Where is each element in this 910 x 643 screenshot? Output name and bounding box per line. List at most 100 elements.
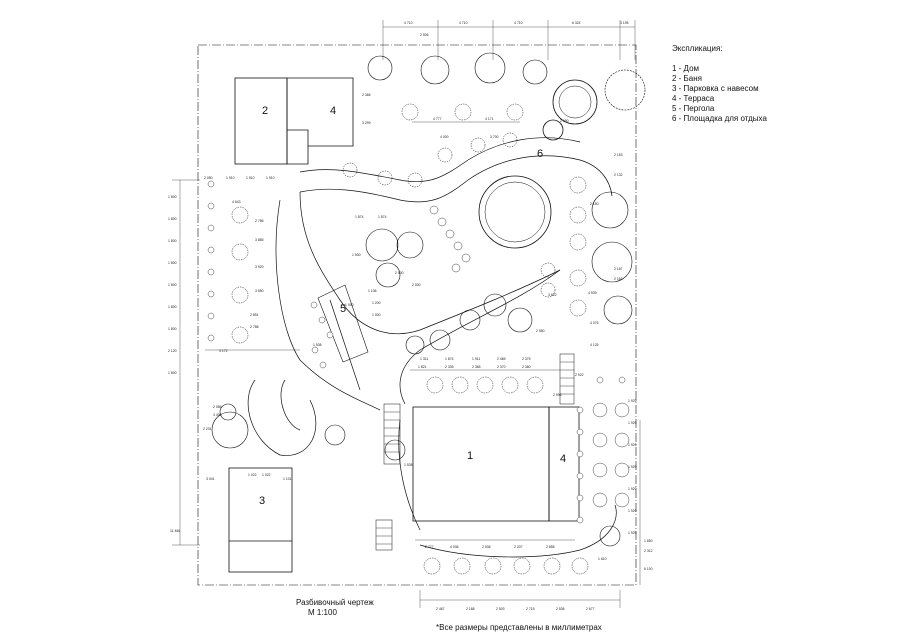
dim-label: 2 150: [590, 202, 599, 206]
dim-label: 1 929: [628, 509, 637, 513]
drawing-scale: М 1:100: [308, 608, 337, 617]
dim-label: 1 136: [368, 289, 377, 293]
parking-block: [228, 467, 293, 573]
plot-boundary: [197, 44, 637, 586]
dim-label: 1 874: [355, 215, 364, 219]
dim-label: 2 677: [586, 607, 595, 611]
garden-path: [299, 155, 613, 203]
dim-label: 1 911: [472, 357, 480, 361]
dim-label: 4 125: [590, 343, 599, 347]
dim-label: 4 171: [485, 117, 494, 121]
dimension-labels: 4 710 4 710 4 710 6 324 3 195 2 506 4 77…: [168, 21, 653, 611]
dim-label: 2 168: [466, 607, 475, 611]
dim-label: 1 800: [168, 305, 177, 309]
dim-label: 2 550: [536, 329, 545, 333]
dim-label: 3 041: [206, 477, 215, 481]
dim-label: 1 910: [266, 176, 275, 180]
dim-label: 1 800: [168, 195, 177, 199]
dim-label: 3 920: [255, 265, 264, 269]
dim-label: 2 120: [168, 349, 177, 353]
dim-label: 1 929: [628, 531, 637, 535]
dim-label: 2 370: [497, 365, 506, 369]
sauna-terrace-label: 4: [330, 105, 336, 117]
house-label: 1: [467, 450, 473, 462]
dim-label: 2 922: [575, 373, 584, 377]
drawing-caption: Разбивочный чертеж М 1:100: [296, 598, 374, 618]
units-note: *Все размеры представлены в миллиметрах: [436, 623, 602, 632]
dim-label: 1 929: [628, 421, 637, 425]
dim-label: 2 163: [614, 277, 623, 281]
dim-label: 1 535: [404, 463, 413, 467]
dim-label: 2 891: [250, 313, 259, 317]
dim-label: 2 506: [420, 33, 429, 37]
dim-label: 1 800: [168, 217, 177, 221]
dim-label: 2 000: [395, 271, 404, 275]
dim-label: 1 000: [372, 313, 381, 317]
sauna-label: 2: [262, 105, 268, 117]
rest-area-label: 6: [537, 148, 543, 160]
dim-label: 1 938: [313, 343, 322, 347]
dim-label: 2 786: [255, 219, 264, 223]
dim-label: 2 467: [436, 607, 445, 611]
dim-label: 1 929: [628, 487, 637, 491]
dim-label: 4 000: [440, 135, 449, 139]
dim-label: 2 335: [445, 365, 454, 369]
dim-label: 1 530: [352, 253, 361, 257]
legend-item: 2 - Баня: [672, 74, 703, 83]
dim-label: 3 400: [213, 413, 222, 417]
dim-label: 4 036: [450, 545, 459, 549]
dim-label: 3 550: [255, 289, 264, 293]
dim-label: 1 800: [168, 371, 177, 375]
dim-label: 2 788: [250, 325, 259, 329]
dim-label: 3 885: [255, 238, 264, 242]
dim-label: 3 195: [620, 21, 629, 25]
dim-label: 2 312: [644, 549, 653, 553]
dim-label: 4 643: [232, 200, 241, 204]
dim-label: 1 311: [420, 357, 428, 361]
dim-label: 2 375: [522, 357, 531, 361]
dim-label: 2 858: [546, 545, 555, 549]
house-terrace: [548, 406, 580, 522]
dim-label: 1 022: [262, 473, 271, 477]
pergola-outline: [317, 284, 369, 363]
house-terrace-label: 4: [560, 453, 566, 465]
dim-label: 2 000: [412, 283, 421, 287]
house-block: [412, 406, 550, 522]
dim-label: 2 207: [514, 545, 523, 549]
explication-legend: Экспликация: 1 - Дом 2 - Баня 3 - Парков…: [672, 44, 767, 124]
dim-label: 1 650: [644, 539, 653, 543]
parking-label: 3: [259, 495, 265, 507]
dim-label: 2 167: [614, 267, 623, 271]
dim-label: 1 200: [372, 301, 381, 305]
dim-label: 4 710: [404, 21, 413, 25]
dim-label: 1 022: [248, 473, 257, 477]
dim-label: 1 800: [168, 283, 177, 287]
dim-label: 1 101: [283, 477, 292, 481]
dim-label: 1 929: [628, 443, 637, 447]
dim-label: 4 710: [459, 21, 468, 25]
legend-item: 3 - Парковка с навесом: [672, 84, 759, 93]
dim-label: 2 465: [497, 357, 506, 361]
dim-label: 2 050: [204, 176, 213, 180]
dim-label: 6 324: [572, 21, 581, 25]
dim-label: 4 939: [588, 291, 597, 295]
sauna-block: [234, 77, 288, 165]
dim-label: 2 153: [614, 153, 623, 157]
legend-item: 1 - Дом: [672, 64, 700, 73]
dim-label: 1 929: [628, 399, 637, 403]
dim-label: 2 536: [556, 607, 565, 611]
dim-label: 3 700: [490, 135, 499, 139]
dim-label: 3 172: [219, 349, 228, 353]
dim-label: 4 777: [433, 117, 442, 121]
dim-label: 1 910: [226, 176, 235, 180]
legend-title: Экспликация:: [672, 44, 723, 53]
dim-label: 1 800: [168, 239, 177, 243]
pergola-label: 5: [340, 303, 346, 315]
dim-label: 2 715: [526, 607, 535, 611]
dim-label: 2 777: [425, 545, 434, 549]
dim-label: 4 710: [514, 21, 523, 25]
dim-label: 2 360: [522, 365, 531, 369]
dim-label: 2 503: [496, 607, 505, 611]
dim-label: 2 365: [472, 365, 481, 369]
